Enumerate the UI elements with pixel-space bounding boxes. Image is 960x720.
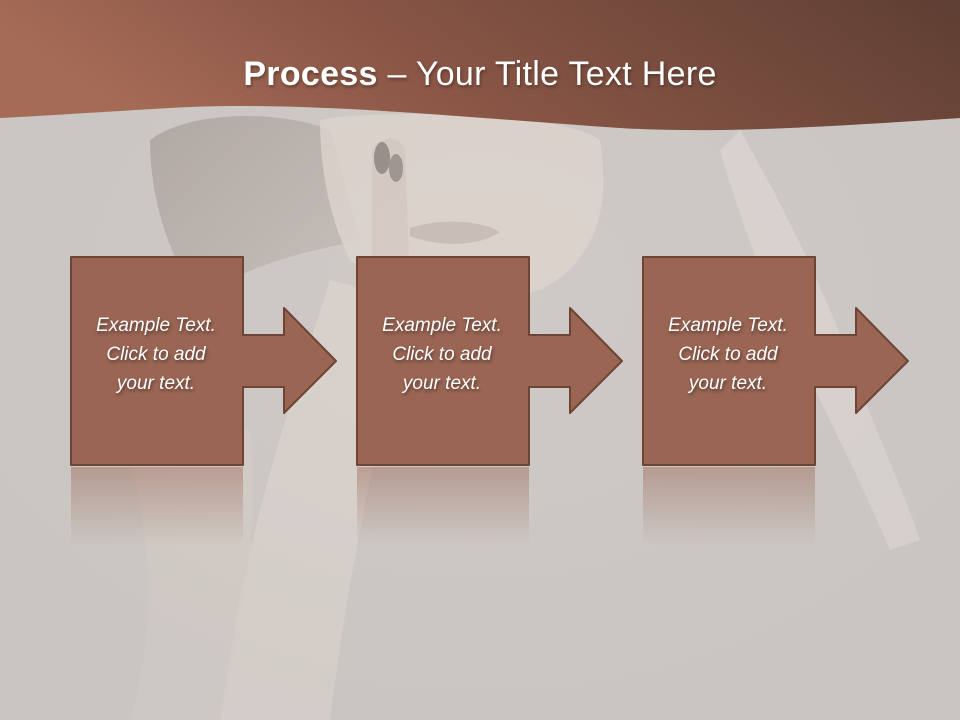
step-3-shape — [642, 256, 909, 545]
title-bold-text: Process — [243, 55, 378, 93]
step-1-shape — [70, 256, 337, 545]
process-step-2[interactable]: Example Text. Click to add your text. — [356, 256, 626, 546]
title-rest-text: – Your Title Text Here — [377, 55, 717, 93]
step-2-text: Example Text. Click to add your text. — [382, 315, 502, 394]
step-3-text: Example Text. Click to add your text. — [668, 315, 788, 394]
process-step-1[interactable]: Example Text. Click to add your text. — [70, 256, 340, 546]
process-step-3[interactable]: Example Text. Click to add your text. — [642, 256, 912, 546]
step-2-shape — [356, 256, 623, 545]
slide-title[interactable]: Process – Your Title Text Here — [0, 52, 960, 96]
title-banner — [0, 0, 960, 131]
step-1-text: Example Text. Click to add your text. — [96, 315, 216, 394]
